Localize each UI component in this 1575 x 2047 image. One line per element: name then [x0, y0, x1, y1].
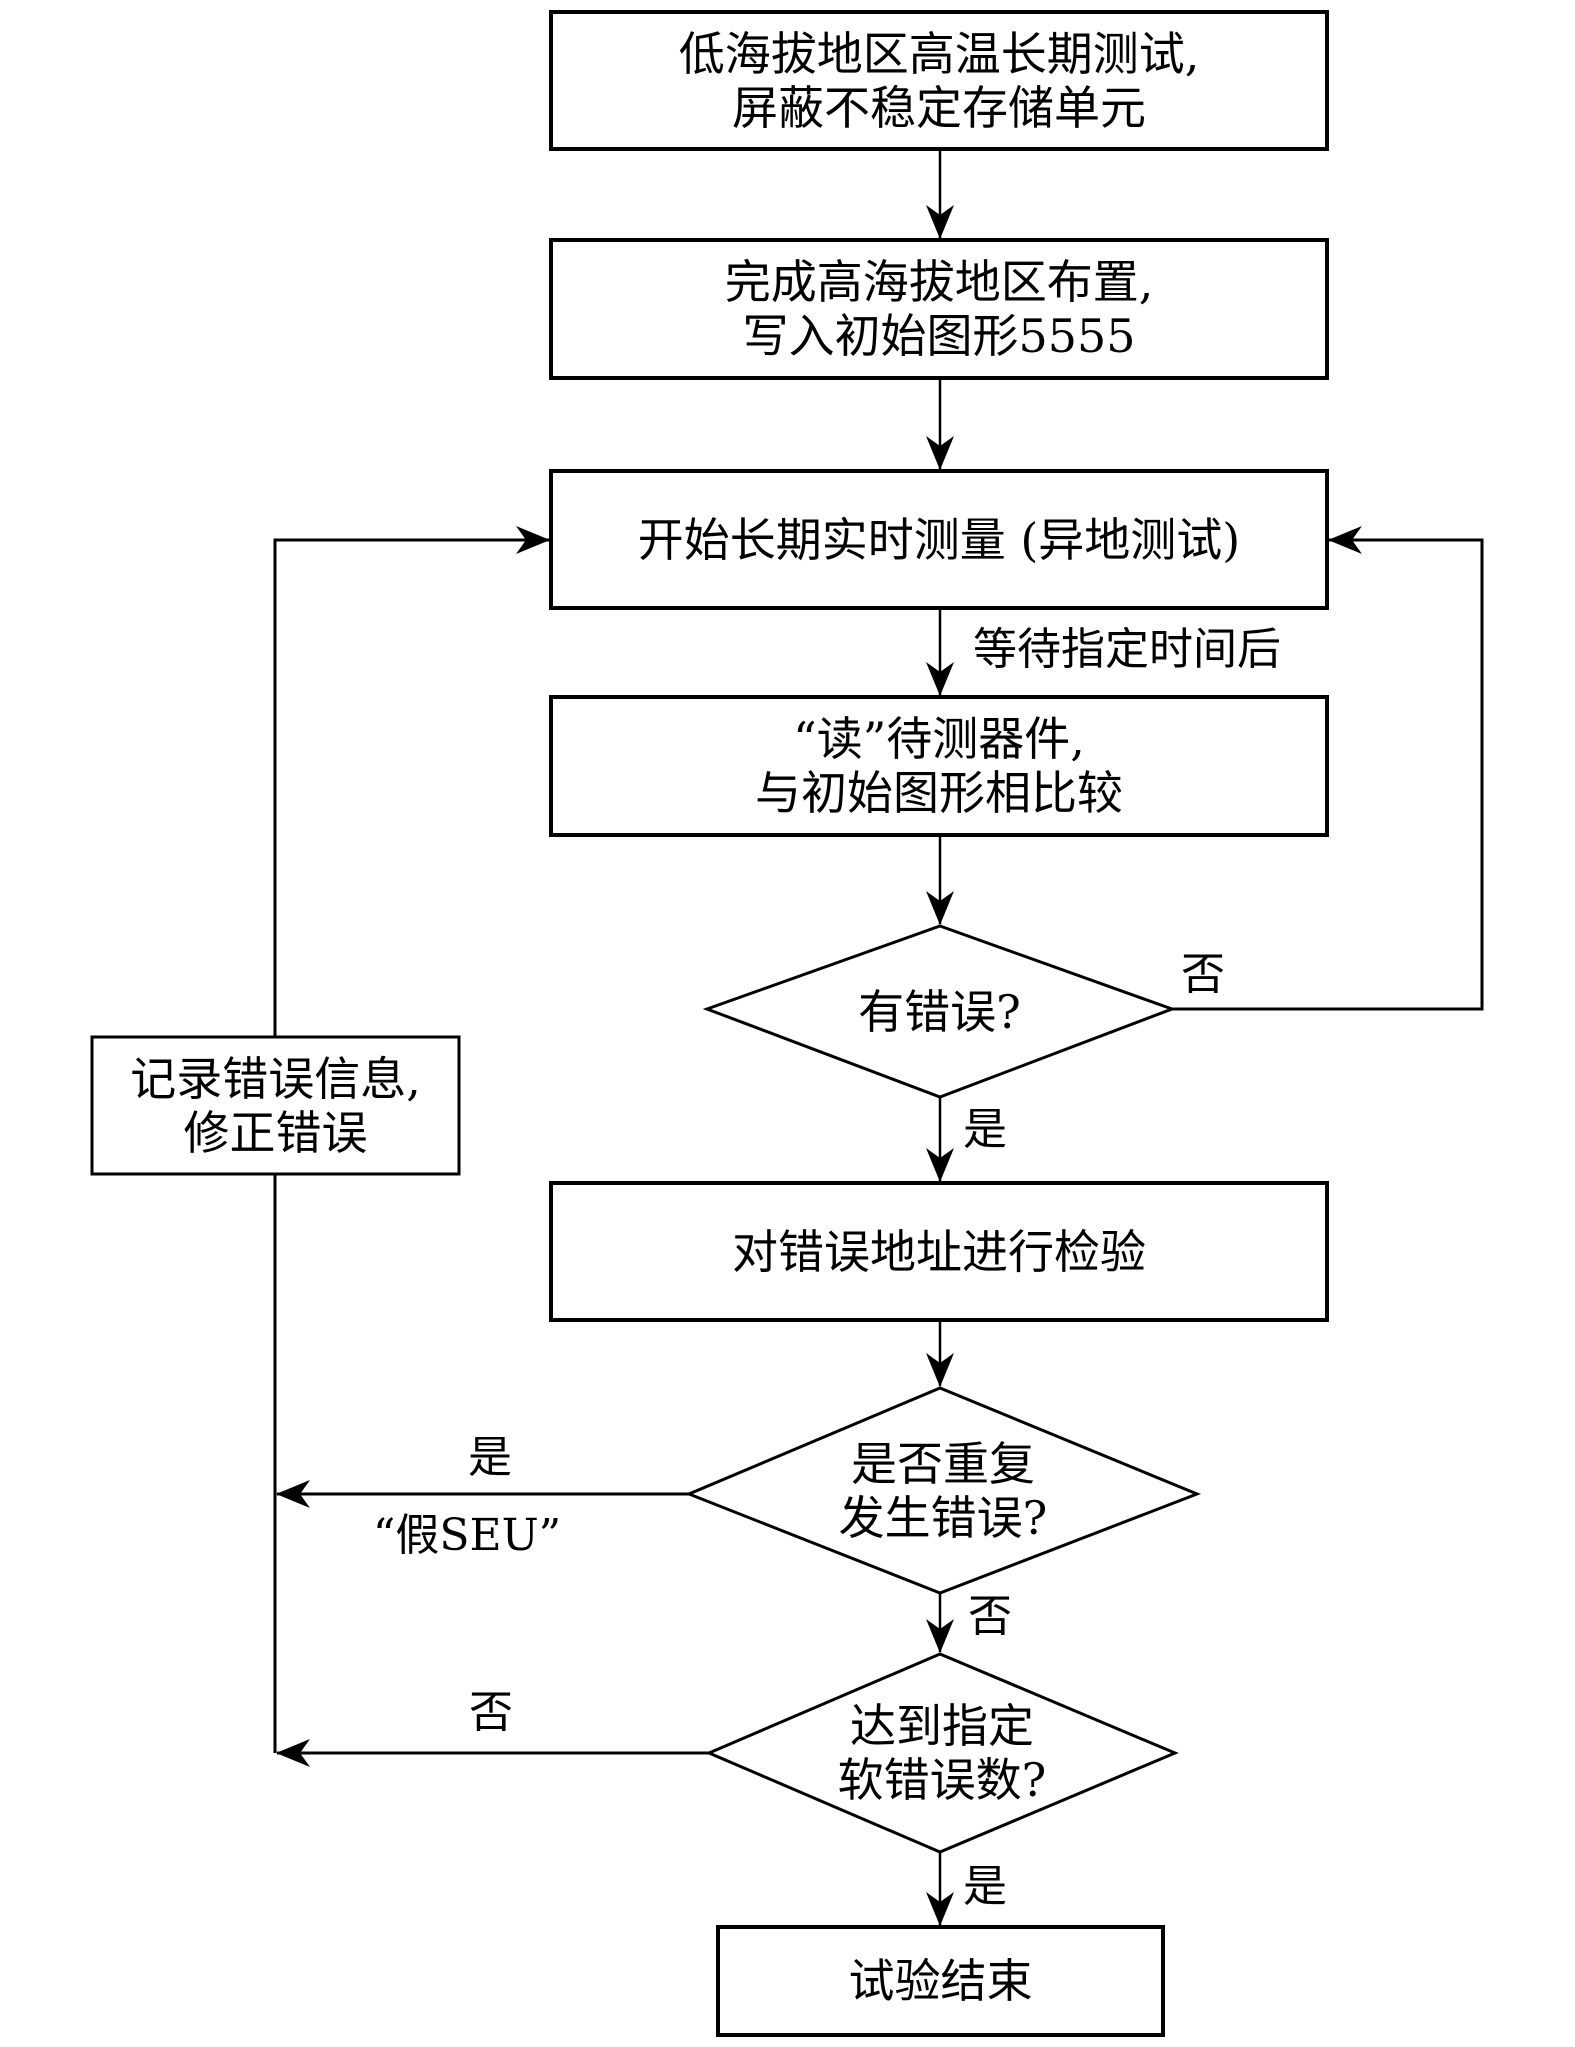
node-line: 屏蔽不稳定存储单元: [732, 80, 1146, 135]
label-reach-yes: 是: [963, 1861, 1007, 1912]
label-reach-no: 否: [469, 1687, 513, 1738]
node-line: 完成高海拔地区布置,: [724, 255, 1154, 309]
box-init-test: [549, 10, 1329, 151]
node-line: 发生错误?: [838, 1490, 1048, 1545]
box-end: [716, 1925, 1165, 2037]
node-line: 与初始图形相比较: [755, 766, 1123, 820]
node-line: 记录错误信息,: [130, 1051, 421, 1106]
box-start-measure: [549, 469, 1329, 610]
node-line: 低海拔地区高温长期测试,: [678, 26, 1200, 81]
arrow-haserror-no-loop: [1172, 526, 1484, 1011]
node-line: 对错误地址进行检验: [732, 1224, 1146, 1279]
node-line: 写入初始图形5555: [742, 309, 1136, 363]
label-has-error-yes: 是: [963, 1104, 1007, 1155]
node-line: 开始长期实时测量 (异地测试): [637, 512, 1241, 567]
node-end-text: 试验结束: [718, 1927, 1163, 2035]
node-line: 试验结束: [848, 1954, 1033, 2008]
node-line: 有错误?: [858, 984, 1021, 1039]
label-repeat-yes-note: “假SEU”: [372, 1510, 562, 1561]
node-has-error-text: 有错误?: [707, 926, 1172, 1097]
node-line: 是否重复: [851, 1436, 1035, 1491]
node-read-compare-text: “读”待测器件, 与初始图形相比较: [551, 697, 1327, 835]
node-line: “读”待测器件,: [793, 712, 1085, 766]
node-line: 软错误数?: [837, 1753, 1047, 1807]
node-start-measure-text: 开始长期实时测量 (异地测试): [551, 471, 1327, 608]
node-reach-count-text: 达到指定 软错误数?: [709, 1654, 1175, 1852]
node-init-test-text: 低海拔地区高温长期测试, 屏蔽不稳定存储单元: [551, 12, 1327, 149]
box-deploy: [549, 238, 1329, 380]
label-has-error-no: 否: [1181, 949, 1225, 1000]
node-record-fix-text: 记录错误信息, 修正错误: [92, 1037, 459, 1174]
node-repeat-error-text: 是否重复 发生错误?: [689, 1388, 1197, 1593]
node-line: 修正错误: [183, 1105, 368, 1160]
label-wait: 等待指定时间后: [973, 624, 1281, 675]
node-line: 达到指定: [850, 1699, 1034, 1753]
node-check-address-text: 对错误地址进行检验: [551, 1183, 1327, 1320]
label-repeat-yes: 是: [468, 1432, 512, 1483]
label-repeat-no: 否: [968, 1591, 1012, 1642]
box-read-compare: [549, 695, 1329, 837]
arrow-record-to-measure: [273, 526, 550, 1037]
node-deploy-text: 完成高海拔地区布置, 写入初始图形5555: [551, 240, 1327, 378]
